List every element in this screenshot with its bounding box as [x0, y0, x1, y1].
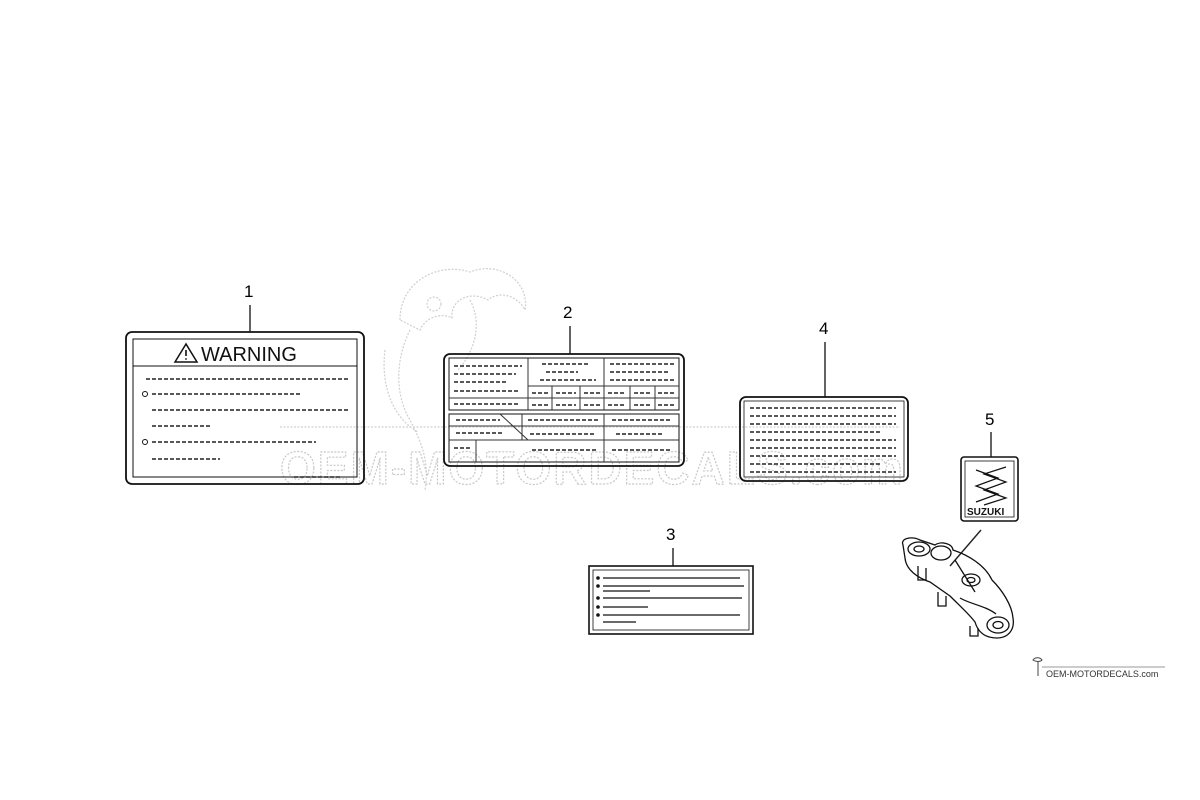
part-3-small-label: 3	[588, 525, 754, 635]
part-2-info-label: 2	[443, 303, 685, 467]
warning-label-outline	[125, 331, 365, 485]
callout-1: 1	[244, 282, 253, 301]
part-5-suzuki-emblem: 5 SUZUKI	[901, 410, 1019, 639]
suzuki-brand-text: SUZUKI	[967, 507, 1004, 518]
credit-text: OEM-MOTORDECALS.com	[1046, 669, 1158, 679]
warning-triangle-icon	[173, 342, 199, 363]
warning-heading: WARNING	[201, 344, 297, 366]
warning-label-inner	[132, 338, 358, 478]
text-label-outline	[739, 396, 909, 482]
part-1-warning-label: 1 WARNING	[125, 282, 365, 485]
triple-clamp-icon	[901, 537, 1014, 639]
info-label-outline	[443, 353, 685, 467]
callout-3: 3	[666, 525, 675, 544]
watermark: OEM-MOTORDECALS.com	[279, 268, 905, 495]
callout-4: 4	[819, 319, 828, 338]
emblem-outline	[960, 456, 1019, 522]
small-label-outline	[588, 565, 754, 635]
credit-mark: OEM-MOTORDECALS.com	[1032, 657, 1165, 679]
part-4-text-label: 4	[739, 319, 909, 482]
credit-bird-icon	[1032, 657, 1043, 676]
callout-2: 2	[563, 303, 572, 322]
watermark-bird-icon	[383, 268, 527, 491]
watermark-text: OEM-MOTORDECALS.com	[280, 442, 905, 494]
callout-5: 5	[985, 410, 994, 429]
suzuki-s-logo-icon	[974, 466, 1008, 506]
